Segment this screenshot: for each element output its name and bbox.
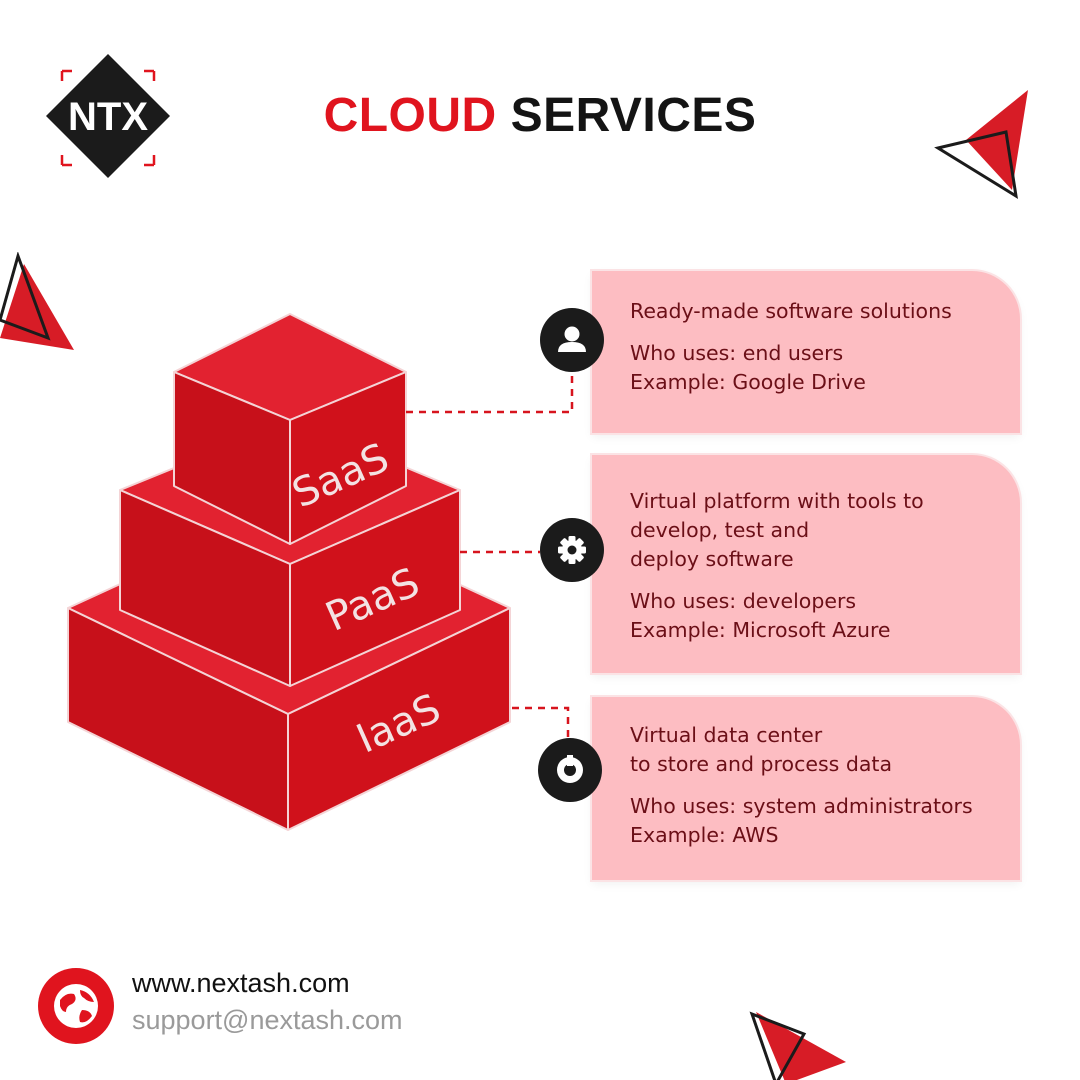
card-example: Example: AWS	[630, 823, 779, 847]
power-icon	[538, 738, 602, 802]
card-description-line: Virtual platform with tools to	[630, 489, 924, 513]
info-card-iaas: Virtual data center to store and process…	[592, 697, 1020, 880]
card-example: Example: Google Drive	[630, 370, 866, 394]
website-link[interactable]: www.nextash.com	[132, 968, 350, 998]
support-email-link[interactable]: support@nextash.com	[132, 1005, 403, 1035]
triangle-decoration-left	[0, 252, 74, 350]
triangle-decoration-bottom	[749, 1011, 846, 1080]
info-card-paas: Virtual platform with tools to develop, …	[592, 455, 1020, 673]
page-title: CLOUD SERVICES	[0, 88, 1080, 143]
card-who-uses: Who uses: developers	[630, 589, 857, 613]
card-description-line: to store and process data	[630, 752, 893, 776]
card-description-line: develop, test and	[630, 518, 810, 542]
triangle-decoration-top-right	[934, 90, 1028, 199]
card-description-line: Virtual data center	[630, 723, 823, 747]
gear-icon	[540, 518, 604, 582]
card-description-line: deploy software	[630, 547, 794, 571]
cloud-pyramid-diagram: SaaS PaaS IaaS	[67, 313, 511, 831]
card-who-uses: Who uses: end users	[630, 341, 844, 365]
card-who-uses: Who uses: system administrators	[630, 794, 973, 818]
card-example: Example: Microsoft Azure	[630, 618, 891, 642]
info-card-saas: Ready-made software solutions Who uses: …	[592, 271, 1020, 433]
ntx-logo: NTX	[40, 54, 176, 182]
globe-icon	[36, 966, 116, 1046]
title-highlight: CLOUD	[323, 89, 497, 142]
user-icon	[540, 308, 604, 372]
logo-text: NTX	[68, 95, 148, 139]
title-rest: SERVICES	[510, 89, 757, 142]
card-description-line: Ready-made software solutions	[630, 299, 952, 323]
